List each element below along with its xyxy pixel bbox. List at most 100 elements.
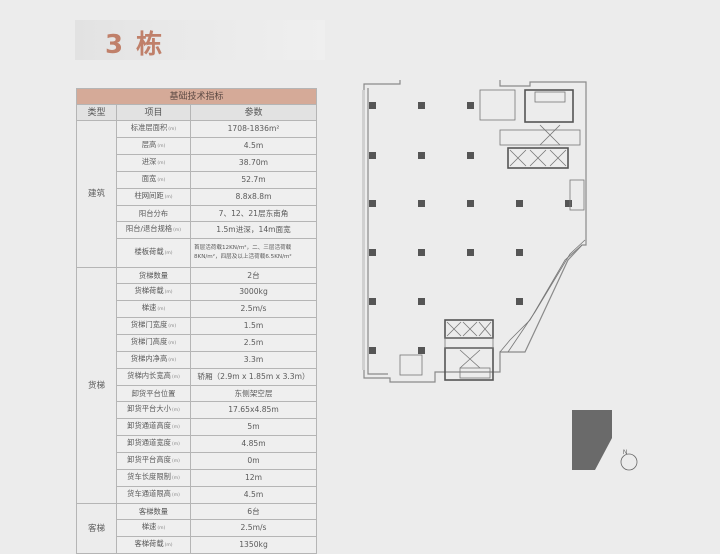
item-label: 客梯数量: [138, 506, 169, 516]
item-label: 卸货平台高度: [127, 455, 171, 464]
unit-mark: (m): [164, 195, 173, 200]
unit-mark: (m): [171, 459, 180, 464]
value-cell: 6台: [190, 503, 317, 520]
unit-mark: (m): [164, 543, 173, 548]
table-row: 建筑标准层面积(m)1708-1836m²: [76, 120, 317, 268]
item-cell: 卸货平台高度(m): [116, 452, 191, 470]
unit-mark: (m): [164, 251, 173, 256]
item-label: 面宽: [141, 174, 157, 183]
table-row: 货车通道限高(m)4.5m: [77, 486, 317, 504]
item-label: 标准层面积: [130, 123, 168, 132]
value-cell: 1.5m: [190, 317, 317, 335]
item-label: 卸货通道高度: [127, 421, 171, 430]
item-cell: 楼板荷载(m): [116, 238, 191, 268]
table-row: 阳台/退台规格(m)1.5m进深，14m面宽: [77, 221, 317, 239]
unit-mark: (m): [168, 127, 177, 132]
item-label: 阳台分布: [138, 208, 169, 218]
table-row: 卸货平台高度(m)0m: [77, 452, 317, 470]
table-row: 客梯 客梯数量 6台: [76, 503, 317, 554]
item-cell: 进深(m): [116, 154, 191, 172]
table-row: 进深(m)38.70m: [77, 154, 317, 172]
unit-mark: (m): [157, 144, 166, 149]
value-cell: 4.5m: [190, 137, 317, 155]
title-band: [75, 20, 325, 60]
value-cell: 首层活荷载12KN/m²，二、三层活荷载8KN/m²，四层及以上活荷载6.5KN…: [190, 238, 317, 268]
value-cell: 2台: [190, 267, 317, 284]
value-cell: 38.70m: [190, 154, 317, 172]
value-cell: 8.8x8.8m: [190, 188, 317, 206]
item-label: 货梯荷载: [134, 286, 164, 295]
category-cell: 建筑: [76, 120, 117, 268]
unit-mark: (m): [171, 476, 180, 481]
value-cell: 2.5m: [190, 334, 317, 352]
value-cell: 1708-1836m²: [190, 120, 317, 138]
compass-icon: N: [620, 450, 638, 471]
table-row: 货梯门宽度(m)1.5m: [77, 317, 317, 335]
item-label: 货车长度限制: [127, 472, 171, 481]
page-title: 3 栋: [105, 30, 165, 60]
item-label: 卸货通道宽度: [127, 438, 171, 447]
unit-mark: (m): [157, 178, 166, 183]
value-cell: 7、12、21层东南角: [190, 205, 317, 222]
item-cell: 货梯数量: [116, 267, 191, 284]
item-label: 货梯数量: [138, 270, 169, 280]
item-label: 阳台/退台规格: [125, 224, 173, 233]
unit-mark: (m): [171, 408, 180, 413]
table-row: 卸货通道高度(m)5m: [77, 418, 317, 436]
item-cell: 梯速(m): [116, 300, 191, 318]
item-cell: 标准层面积(m): [116, 120, 191, 138]
item-cell: 卸货平台位置: [116, 385, 191, 402]
item-cell: 梯速(m): [116, 519, 191, 537]
item-label: 柱网间距: [134, 191, 164, 200]
item-cell: 阳台分布: [116, 205, 191, 222]
floor-plan-icon: [362, 80, 587, 383]
value-cell: 3.3m: [190, 351, 317, 369]
table-header-row: 类型 项目 参数: [76, 104, 317, 121]
item-label: 客梯荷载: [134, 539, 164, 548]
value-cell: 1.5m进深，14m面宽: [190, 221, 317, 239]
value-cell: 4.85m: [190, 435, 317, 453]
item-cell: 货车通道限高(m): [116, 486, 191, 504]
table-row: 阳台分布 7、12、21层东南角: [77, 205, 317, 222]
value-cell: 17.65x4.85m: [190, 401, 317, 419]
value-cell: 3000kg: [190, 283, 317, 301]
item-label: 货车通道限高: [127, 489, 171, 498]
item-cell: 货梯内净高(m): [116, 351, 191, 369]
item-cell: 卸货通道宽度(m): [116, 435, 191, 453]
unit-mark: (m): [171, 375, 180, 380]
unit-mark: (m): [157, 307, 166, 312]
item-cell: 层高(m): [116, 137, 191, 155]
unit-mark: (m): [157, 526, 166, 531]
item-label: 货梯门高度: [130, 337, 168, 346]
unit-mark: (m): [168, 324, 177, 329]
unit-mark: (m): [173, 228, 182, 233]
table-caption-row: 基础技术指标: [76, 88, 317, 105]
unit-mark: (m): [171, 442, 180, 447]
table-row: 货梯荷载(m) 3000kg: [77, 283, 317, 301]
table-row: 层高(m)4.5m: [77, 137, 317, 155]
item-label: 卸货平台大小: [127, 404, 171, 413]
category-cell: 客梯: [76, 503, 117, 554]
item-label: 货梯内长宽高: [127, 371, 171, 380]
item-cell: 卸货平台大小(m): [116, 401, 191, 419]
value-cell: 4.5m: [190, 486, 317, 504]
site-plan-icon: N: [572, 410, 638, 471]
value-cell: 5m: [190, 418, 317, 436]
item-label: 货梯门宽度: [130, 320, 168, 329]
table-row: 梯速(m)2.5m/s: [77, 300, 317, 318]
item-label: 货梯内净高: [130, 354, 168, 363]
item-label: 梯速: [141, 522, 157, 531]
item-cell: 阳台/退台规格(m): [116, 221, 191, 239]
table-row: 卸货平台大小(m)17.65x4.85m: [77, 401, 317, 419]
item-cell: 面宽(m): [116, 171, 191, 189]
table-row: 货梯内长宽高(m)轿厢（2.9m x 1.85m x 3.3m）: [77, 368, 317, 386]
unit-mark: (m): [164, 290, 173, 295]
unit-mark: (m): [168, 358, 177, 363]
item-cell: 货梯门宽度(m): [116, 317, 191, 335]
unit-mark: (m): [168, 341, 177, 346]
unit-mark: (m): [157, 161, 166, 166]
value-cell: 1350kg: [190, 536, 317, 554]
